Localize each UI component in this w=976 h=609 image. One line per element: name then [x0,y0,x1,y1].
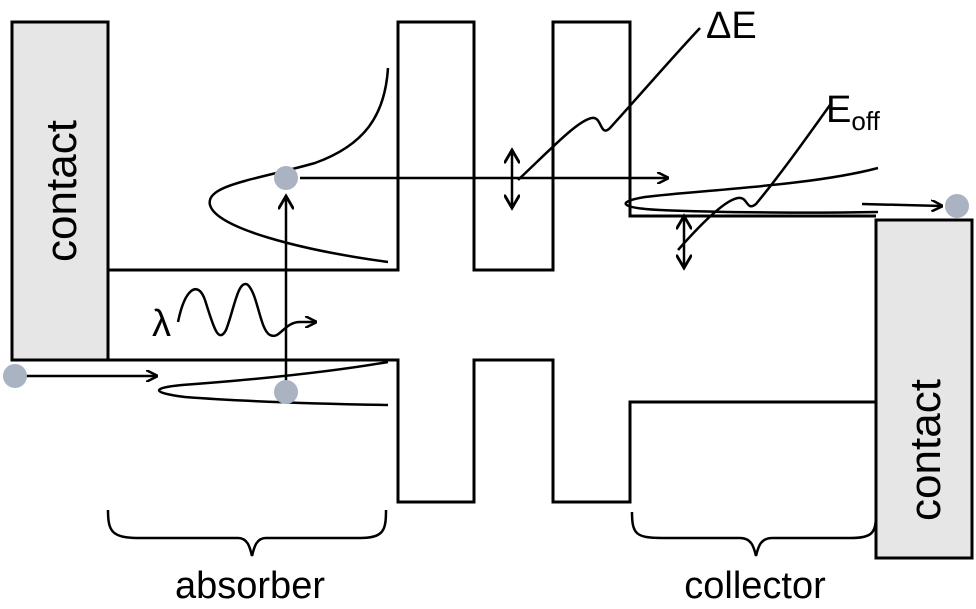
valence-band-edge [108,358,876,504]
e-off-label: Eoff [826,89,881,136]
e-off-main: E [826,89,851,131]
collector-wavefunction [624,166,879,214]
delta-e-label: ΔE [706,5,757,47]
conduction-band-edge [108,20,876,272]
collector-label: collector [684,565,826,607]
e-off-leader [677,104,832,251]
contact-right: contact [874,218,974,560]
carrier-dot-ground-state [274,380,298,404]
carrier-dot-left-contact [3,364,27,388]
collection-arrow [861,204,942,206]
absorber-brace [106,509,388,557]
contact-left: contact [10,20,110,362]
carrier-dot-right-contact [945,194,969,218]
photon-wave [176,282,316,338]
contact-right-label: contact [901,379,950,521]
delta-e-leader [517,27,701,181]
e-off-subscript: off [851,106,880,136]
absorber-label: absorber [175,565,325,607]
contact-left-label: contact [37,120,86,262]
absorber-lower-wavefunction [157,360,389,407]
collector-brace [630,511,878,557]
absorber-upper-wavefunction [208,67,390,264]
wavelength-label: λ [152,303,171,345]
carrier-dot-excited-state [274,166,298,190]
